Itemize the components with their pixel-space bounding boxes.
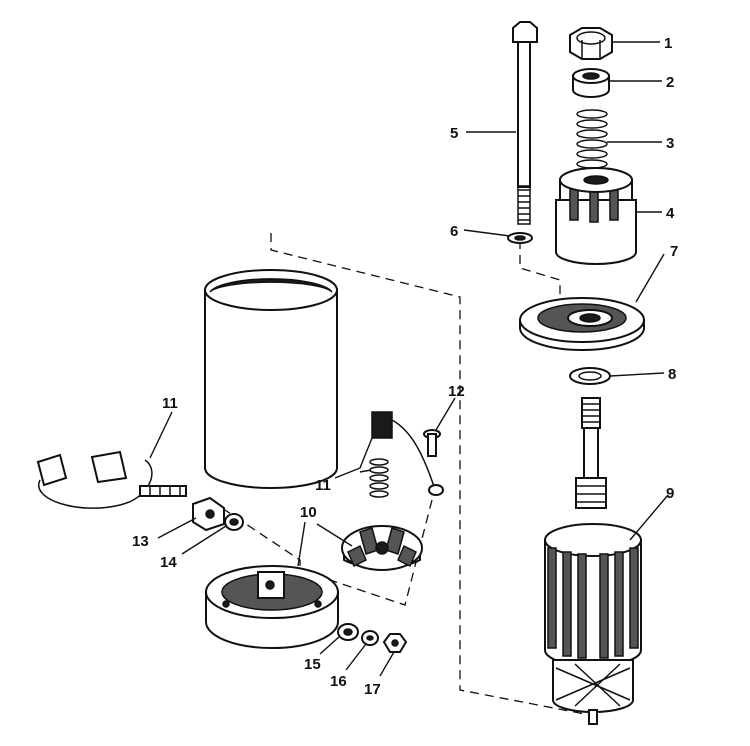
callout-8: 8	[668, 366, 676, 383]
part-11-brush-spring	[369, 458, 389, 498]
callout-3: 3	[666, 135, 674, 152]
part-13-insulator	[192, 496, 225, 532]
part-11-brush-set	[36, 450, 187, 509]
part-9-armature	[544, 397, 642, 725]
callout-10: 10	[300, 504, 317, 521]
field-frame-housing	[204, 269, 338, 489]
part-8-thrust-washer	[569, 367, 611, 385]
commutator-end-housing	[205, 565, 339, 649]
part-12-screw	[423, 429, 441, 457]
callout-16: 16	[330, 673, 347, 690]
part-14-washer	[224, 513, 244, 531]
callout-7: 7	[670, 243, 678, 260]
part-1-nut	[569, 27, 613, 60]
part-2-collar	[572, 68, 610, 98]
callout-6: 6	[450, 223, 458, 240]
part-7-end-cap	[519, 297, 645, 351]
callout-labels: 1 2 3 4 5 6 7 8 9 10 11 11 12 13 14 15 1…	[132, 35, 678, 698]
callout-13: 13	[132, 533, 149, 550]
callout-4: 4	[666, 205, 675, 222]
part-5-through-bolt	[512, 21, 538, 225]
callout-11-left: 11	[162, 395, 178, 412]
callout-1: 1	[664, 35, 672, 52]
part-6-washer	[507, 232, 533, 244]
part-10-brush-plate	[341, 525, 423, 571]
callout-17: 17	[364, 681, 381, 698]
leader-lines	[149, 41, 669, 677]
part-4-drive-gear	[555, 167, 637, 265]
callout-12: 12	[448, 383, 465, 400]
callout-9: 9	[666, 485, 674, 502]
callout-11-right: 11	[315, 477, 331, 494]
part-3-spring	[576, 109, 608, 169]
part-15-washer	[337, 623, 359, 641]
callout-5: 5	[450, 125, 458, 142]
part-11-brush-lead	[371, 411, 444, 496]
callout-15: 15	[304, 656, 321, 673]
part-16-lock-washer	[361, 630, 379, 646]
callout-14: 14	[160, 554, 177, 571]
part-17-nut	[382, 633, 408, 653]
callout-2: 2	[666, 74, 674, 91]
